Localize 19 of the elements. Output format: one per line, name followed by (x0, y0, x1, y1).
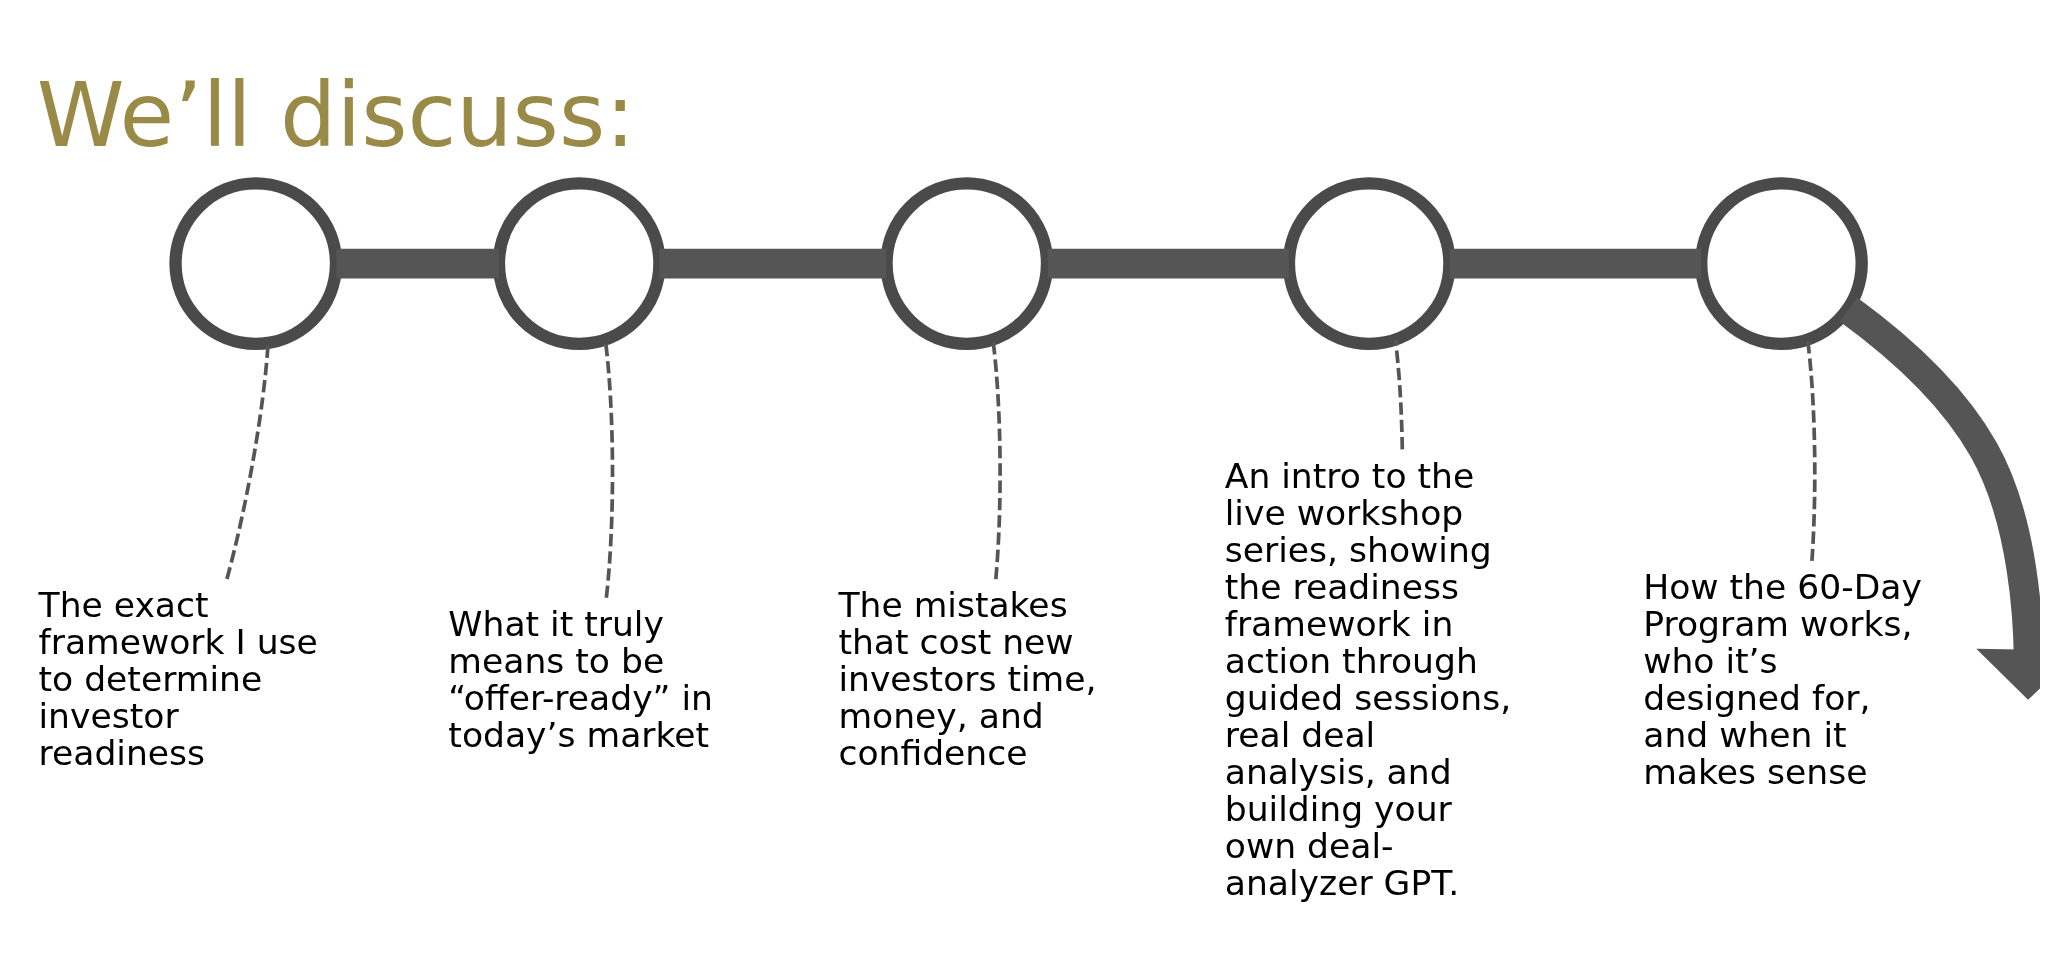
node-circle (1695, 177, 1868, 350)
connector (1393, 339, 1405, 450)
connector (659, 248, 887, 279)
connector (1047, 248, 1289, 279)
arrow (1839, 297, 2040, 700)
node-text: What it truly means to be “offer-ready” in today’s market (448, 603, 713, 755)
node-text: How the 60-Day Program works, who it’s designed for, and when it makes sense (1643, 566, 1922, 792)
node-text: An intro to the live workshop series, showing the readiness framework in action through guided sessions, real deal analysis, and building your own deal-analyzer GPT. (1224, 455, 1512, 903)
connector (991, 339, 1002, 580)
node-text: The exact framework I use to determine investor readiness (38, 585, 318, 774)
connector (1449, 248, 1702, 279)
node-circle (1282, 177, 1456, 350)
connector (336, 248, 499, 279)
connector (1805, 339, 1817, 562)
node-circle (492, 177, 666, 350)
node-text: The mistakes that cost new investors time, money, and confidence (838, 585, 1097, 774)
node-circle (169, 177, 343, 350)
diagram-title: We’ll discuss: (36, 63, 636, 167)
node-circle (880, 177, 1054, 350)
